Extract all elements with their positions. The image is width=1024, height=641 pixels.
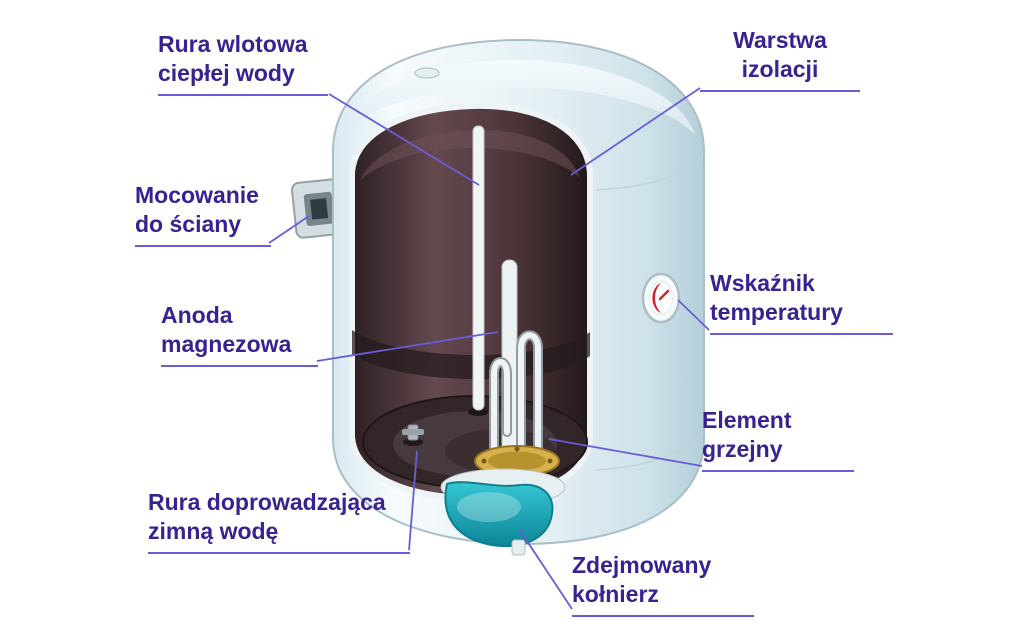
label-removable-collar-line2: kołnierz [572,581,659,607]
heating-element-coil [489,330,543,461]
leader-wall-mount [268,215,310,244]
label-temperature-indicator-line1: Wskaźnik [710,270,815,296]
label-insulation-line2: izolacji [741,56,819,82]
label-magnesium-anode: Anoda magnezowa [161,301,318,367]
leader-anode [316,331,499,362]
label-temperature-indicator-line2: temperatury [710,299,843,325]
label-temperature-indicator: Wskaźnik temperatury [710,269,893,335]
label-magnesium-anode-line1: Anoda [161,302,233,328]
label-heating-element-line1: Element [702,407,792,433]
magnesium-anode-rod [468,125,488,416]
drain-valve [402,424,424,446]
leader-lines [268,87,710,610]
label-hot-water-inlet-line1: Rura wlotowa [158,31,308,57]
label-wall-mount: Mocowanie do ściany [135,181,271,247]
label-magnesium-anode-line2: magnezowa [161,331,292,357]
temperature-gauge [641,272,681,324]
label-insulation-line1: Warstwa [733,27,827,53]
label-removable-collar-line1: Zdejmowany [572,552,712,578]
label-heating-element: Element grzejny [702,406,854,472]
label-insulation: Warstwa izolacji [700,26,860,92]
leader-insulation [570,87,701,176]
label-wall-mount-line2: do ściany [135,211,242,237]
leader-cold-water-supply [408,450,418,551]
label-wall-mount-line1: Mocowanie [135,182,259,208]
label-hot-water-inlet: Rura wlotowa ciepłej wody [158,30,328,96]
label-hot-water-inlet-line2: ciepłej wody [158,60,295,86]
insulation-rim [349,102,593,502]
leader-hot-water-inlet [328,93,480,186]
leader-temperature-indicator [677,299,710,331]
label-removable-collar: Zdejmowany kołnierz [572,551,754,617]
label-cold-water-supply: Rura doprowadzająca zimną wodę [148,488,410,554]
bottom-pipe-fitting [511,539,526,556]
element-flange [474,445,560,477]
label-cold-water-supply-line1: Rura doprowadzająca [148,489,386,515]
leader-removable-collar [518,528,573,610]
leader-heating-element [548,438,703,467]
top-vent-hole [414,67,440,79]
label-heating-element-line2: grzejny [702,436,783,462]
removable-collar-cover [440,468,566,556]
label-cold-water-supply-line2: zimną wodę [148,518,279,544]
weld-band [352,330,590,380]
